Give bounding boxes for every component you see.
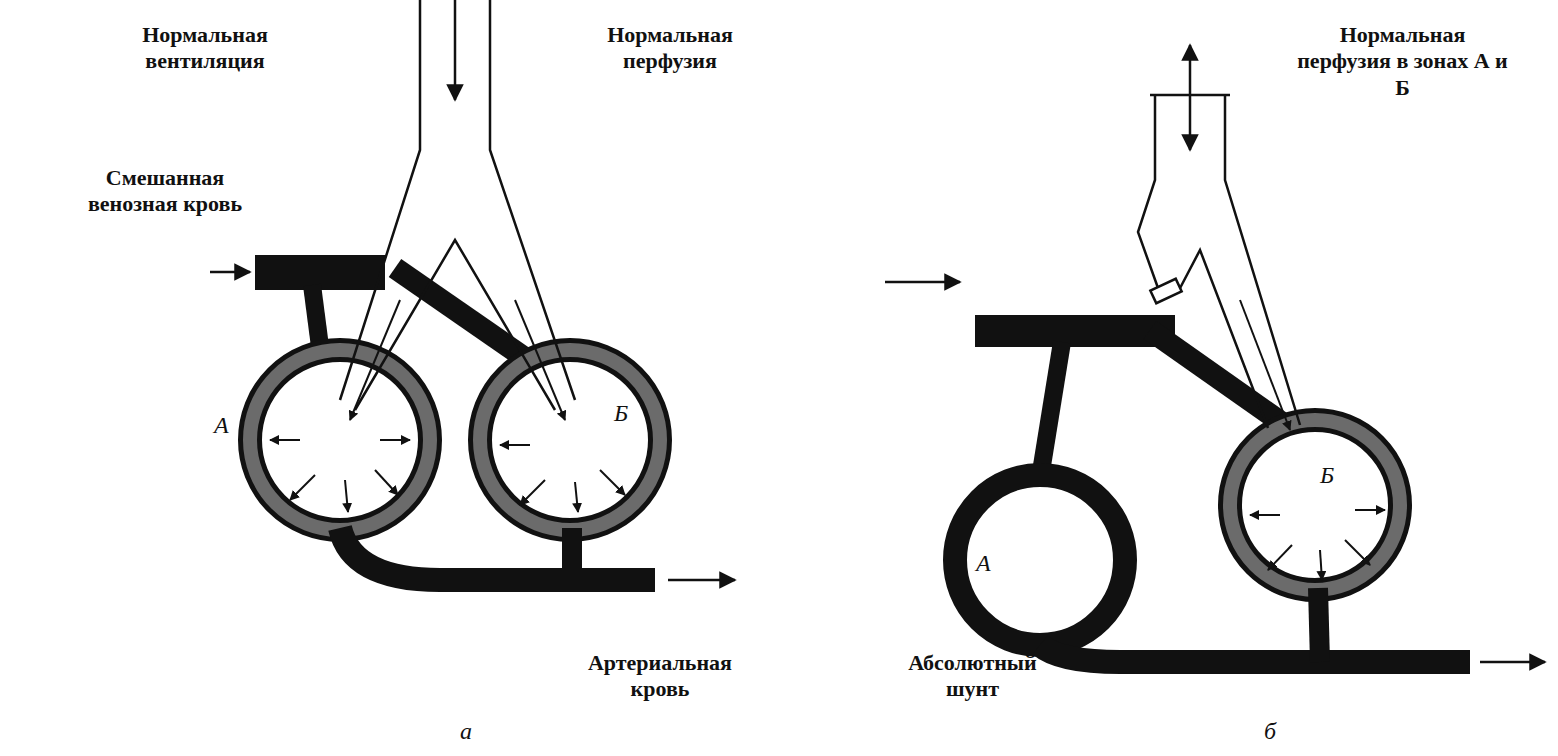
heading: Нормальная перфузия в зонах А и Б [1295, 22, 1510, 101]
heading: Нормальная перфузия [580, 22, 760, 75]
diagram-a [210, 0, 735, 580]
zone-letter: А [974, 550, 993, 576]
heading: Нормальная вентиляция [110, 22, 300, 75]
panel-letter: б [1262, 718, 1278, 744]
panel-letter: а [458, 718, 474, 744]
blood-label: Смешанная венозная кровь [70, 165, 260, 218]
zone-letter: Б [612, 400, 630, 426]
shunt-label: Абсолютный шунт [885, 650, 1060, 703]
blood-label: Артериальная кровь [575, 650, 745, 703]
zone-letter: А [212, 412, 231, 438]
zone-letter: Б [1318, 462, 1336, 488]
diagram-b [885, 45, 1545, 662]
